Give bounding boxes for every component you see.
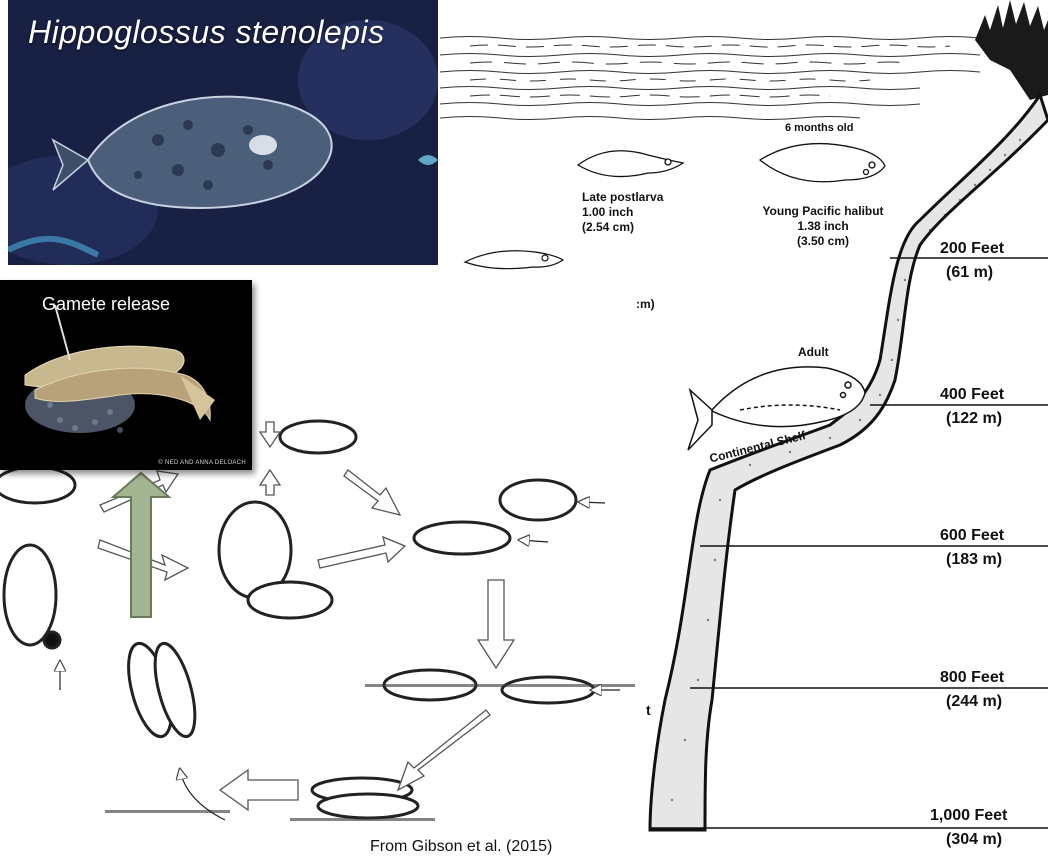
halibut-photo: Hippoglossus stenolepis: [8, 0, 438, 265]
source-credit: From Gibson et al. (2015): [370, 838, 552, 856]
cycle-fish: [0, 421, 594, 818]
gamete-release-arrow: [113, 473, 169, 617]
species-name: Hippoglossus stenolepis: [28, 14, 385, 51]
gamete-release-label: Gamete release: [42, 294, 170, 315]
photo-credit: © NED AND ANNA DELOACH: [158, 460, 246, 466]
gamete-release-photo: Gamete release © NED AND ANNA DELOACH: [0, 280, 252, 470]
